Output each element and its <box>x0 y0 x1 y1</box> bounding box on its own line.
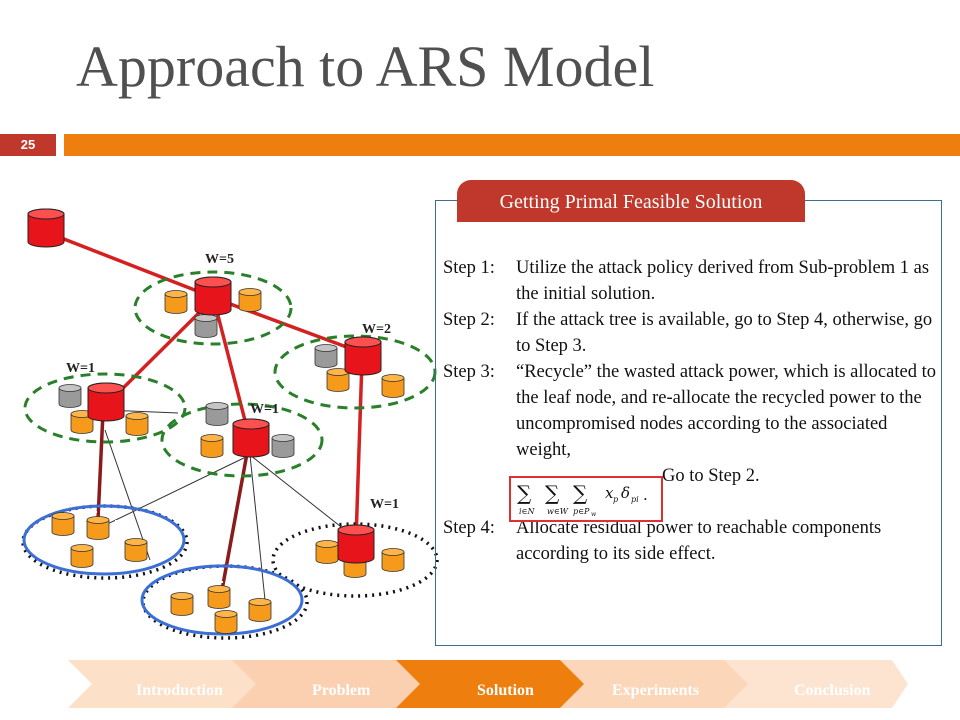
svg-text:w: w <box>591 511 597 518</box>
weight-label: W=1 <box>66 361 95 376</box>
step-text: If the attack tree is available, go to S… <box>516 310 933 356</box>
nav-item-solution[interactable]: Solution <box>477 682 534 699</box>
svg-text:.: . <box>643 486 648 504</box>
step-label: Step 3: <box>443 362 495 382</box>
nav-bg-experiments <box>560 660 752 708</box>
weight-label: W=1 <box>370 497 399 512</box>
attack-tree-diagram: W=5 W=2 W=1 W=1 W=1 <box>21 208 439 640</box>
svg-text:pi: pi <box>631 495 639 504</box>
nav-bg-problem <box>232 660 424 708</box>
step-text: Utilize the attack policy derived from S… <box>516 258 930 304</box>
svg-text:x: x <box>605 484 614 502</box>
step-1: Step 1: Utilize the attack policy derive… <box>443 255 939 307</box>
nav-item-problem[interactable]: Problem <box>312 682 371 699</box>
panel-header: Getting Primal Feasible Solution <box>457 180 805 222</box>
svg-text:i∈N: i∈N <box>519 507 535 516</box>
svg-text:∑: ∑ <box>545 481 560 505</box>
svg-text:w∈W: w∈W <box>547 507 569 516</box>
weight-label: W=2 <box>362 322 391 337</box>
nav-item-introduction[interactable]: Introduction <box>136 682 223 699</box>
section-nav <box>68 660 908 708</box>
nav-item-experiments[interactable]: Experiments <box>612 682 700 699</box>
svg-text:p: p <box>613 495 618 504</box>
nav-item-conclusion[interactable]: Conclusion <box>794 682 871 699</box>
nav-bg-solution <box>396 660 588 708</box>
step-label: Step 1: <box>443 258 495 278</box>
svg-text:∑: ∑ <box>573 481 588 505</box>
nav-bg-conclusion <box>724 660 908 708</box>
slide-title: Approach to ARS Model <box>76 34 655 99</box>
steps-list: Step 1: Utilize the attack policy derive… <box>443 255 939 567</box>
step-label: Step 2: <box>443 310 495 330</box>
page-number-badge: 25 <box>0 134 56 156</box>
nav-bg-introduction <box>68 660 260 708</box>
step-text: “Recycle” the wasted attack power, which… <box>516 362 936 460</box>
step-2: Step 2: If the attack tree is available,… <box>443 307 939 359</box>
svg-text:∑: ∑ <box>517 481 532 505</box>
sum-formula-icon: ∑ i∈N ∑ w∈W ∑ p∈P w x p δ pi . <box>517 481 648 518</box>
weight-label: W=1 <box>250 402 279 417</box>
blue-rings <box>22 504 304 636</box>
step-label: Step 4: <box>443 518 495 538</box>
step-text: Allocate residual power to reachable com… <box>516 518 882 564</box>
step-3-continuation: Go to Step 2. <box>443 463 939 489</box>
step-text: Go to Step 2. <box>662 466 760 486</box>
network-links <box>94 409 346 601</box>
weight-label: W=5 <box>205 252 234 267</box>
svg-text:δ: δ <box>621 484 630 502</box>
header-bar <box>64 134 960 156</box>
weight-formula: ∑ i∈N ∑ w∈W ∑ p∈P w x p δ pi . <box>509 476 663 522</box>
svg-text:p∈P: p∈P <box>573 507 590 516</box>
attack-paths <box>45 230 364 541</box>
step-3: Step 3: “Recycle” the wasted attack powe… <box>443 359 939 463</box>
step-4: Step 4: Allocate residual power to reach… <box>443 515 939 567</box>
